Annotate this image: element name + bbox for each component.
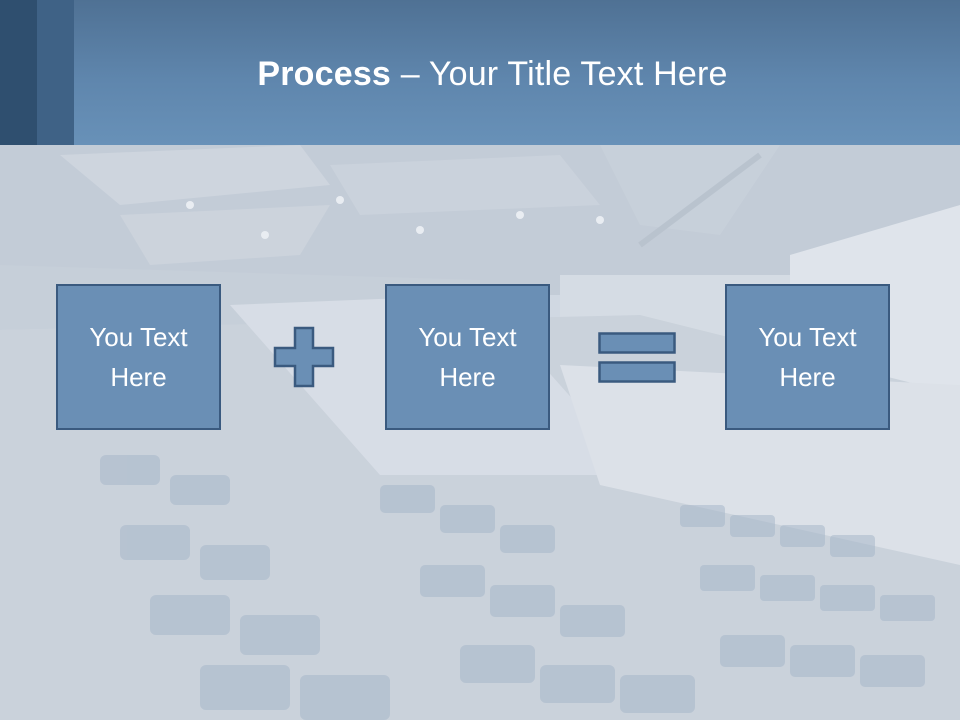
slide-title[interactable]: Process – Your Title Text Here — [0, 55, 960, 94]
process-box-3[interactable]: You Text Here — [725, 284, 890, 430]
process-box-1[interactable]: You Text Here — [56, 284, 221, 430]
header-accent-stripe — [0, 0, 37, 145]
auditorium-illustration — [0, 145, 960, 720]
title-bar: Process – Your Title Text Here — [0, 0, 960, 145]
header-accent-stripe-light — [37, 0, 74, 145]
auditorium-background-image — [0, 145, 960, 720]
equals-icon — [598, 332, 676, 383]
process-box-2-text: You Text Here — [418, 322, 517, 392]
process-box-1-text: You Text Here — [89, 322, 188, 392]
plus-icon — [273, 326, 335, 388]
process-box-2[interactable]: You Text Here — [385, 284, 550, 430]
slide-title-rest: – Your Title Text Here — [391, 55, 728, 93]
slide-title-bold: Process — [257, 55, 392, 93]
process-box-3-text: You Text Here — [758, 322, 857, 392]
